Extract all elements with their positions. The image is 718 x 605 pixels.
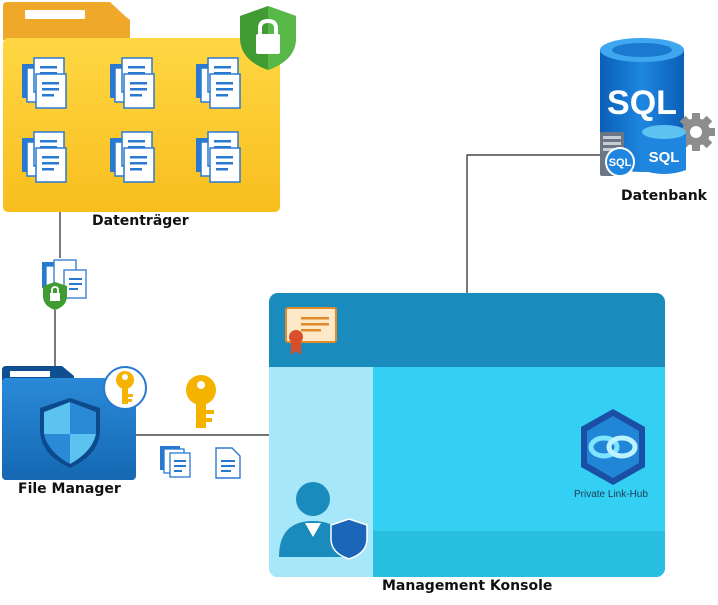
certificate-icon — [285, 307, 337, 355]
sql-large-text: SQL — [607, 84, 677, 122]
folder-shield-icon — [2, 366, 136, 480]
private-link-hub-label: Private Link-Hub — [574, 489, 648, 500]
management-console-label: Management Konsole — [382, 578, 553, 594]
management-console-node[interactable]: Private Link-Hub — [269, 293, 665, 577]
storage-label: Datenträger — [92, 213, 189, 229]
lock-shield-icon — [240, 6, 296, 70]
folder-icon — [3, 2, 280, 212]
sql-server-text: SQL — [609, 157, 632, 169]
storage-node[interactable] — [0, 0, 300, 215]
user-icon — [279, 482, 368, 560]
database-label: Datenbank — [621, 188, 707, 204]
gear-icon — [677, 113, 715, 151]
key-icon — [186, 375, 216, 428]
file-manager-label: File Manager — [18, 481, 121, 497]
key-icon — [103, 366, 147, 410]
secured-documents-icon — [42, 259, 87, 310]
document-icon — [160, 446, 191, 478]
database-node[interactable]: SQL SQL SQL — [596, 36, 718, 184]
private-link-hub-icon[interactable] — [577, 407, 649, 491]
sql-small-text: SQL — [649, 149, 680, 166]
file-manager-node[interactable] — [0, 364, 150, 482]
sql-database-icon: SQL SQL SQL — [600, 38, 715, 177]
document-icon — [215, 447, 241, 479]
line-console-to-database — [466, 154, 606, 294]
